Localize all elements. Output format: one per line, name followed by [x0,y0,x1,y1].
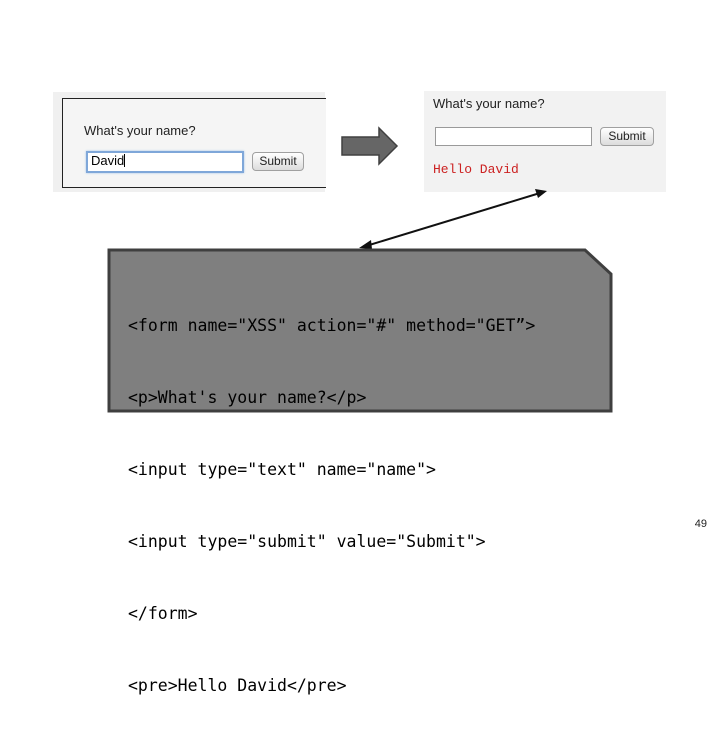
question-label: What's your name? [433,96,545,111]
code-line: </form> [128,604,198,623]
name-input[interactable]: David [86,151,244,173]
text-cursor [124,154,126,167]
name-input[interactable] [435,127,592,146]
html-source: <form name="XSS" action="#" method="GET”… [128,266,535,746]
form-frame: What's your name? David Submit [62,98,326,188]
page-number: 49 [694,518,707,530]
code-line: <p>What's your name?</p> [128,388,367,407]
submit-button[interactable]: Submit [600,127,654,146]
code-box-shape [107,248,613,413]
submit-button[interactable]: Submit [252,152,304,171]
code-snippet-box: <form name="XSS" action="#" method="GET”… [107,248,613,695]
code-line: <input type="submit" value="Submit"> [128,532,486,551]
diagram-arrows [341,126,547,249]
question-label: What's your name? [84,123,196,138]
code-line: <pre>Hello David</pre> [128,676,347,695]
form-after-screenshot: What's your name? Submit Hello David [424,91,666,192]
double-headed-arrow-icon [359,189,547,249]
code-line: <form name="XSS" action="#" method="GET”… [128,316,536,335]
greeting-output: Hello David [433,162,519,177]
name-input-value: David [91,153,125,168]
right-block-arrow-icon [341,126,399,166]
code-line: <input type="text" name="name"> [128,460,436,479]
form-before-screenshot: What's your name? David Submit [53,92,326,192]
